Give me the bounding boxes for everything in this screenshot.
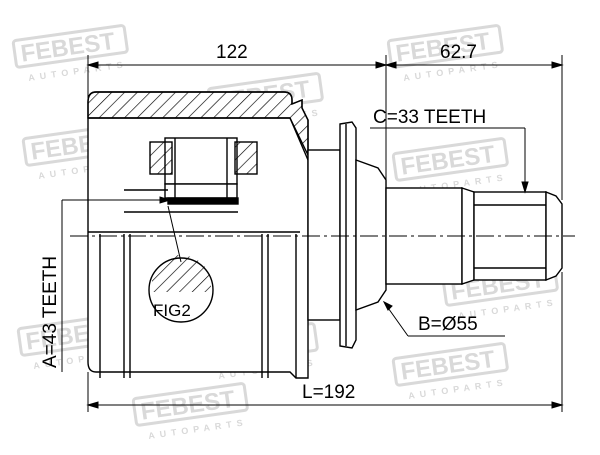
dim-122-label: 122 [216, 42, 248, 63]
dim-627-label: 62.7 [440, 42, 477, 63]
flange-step [355, 159, 387, 311]
inner-race [164, 137, 238, 185]
dimension-lines [61, 55, 564, 412]
leader-b [385, 304, 409, 337]
flange-disc [339, 121, 357, 349]
watermark-low-center: FEBEST AUTOPARTS [131, 382, 249, 441]
arrow [159, 196, 172, 204]
callout-fig2-label: FIG2 [153, 301, 191, 320]
arrow [375, 61, 388, 69]
arrow [551, 401, 564, 409]
cage-bar [164, 183, 238, 199]
watermark-bottom-right: FEBEST AUTOPARTS [391, 342, 509, 401]
part-outline [87, 91, 563, 379]
arrow [384, 61, 397, 69]
callout-c-label: C=33 TEETH [373, 107, 486, 128]
ball-right [234, 141, 258, 175]
watermark-top-left: FEBEST AUTOPARTS [11, 24, 129, 83]
arrow [86, 61, 99, 69]
arrow [521, 181, 529, 194]
leader-fig2 [167, 205, 182, 263]
callout-b-label: B=Ø55 [418, 314, 478, 335]
cavity-wall [289, 117, 309, 161]
detail-circle-hatch [152, 254, 211, 292]
shaft-tip [545, 190, 563, 282]
ball-left [149, 141, 173, 175]
callout-a-label: A=43 TEETH [40, 256, 61, 368]
arrow [551, 61, 564, 69]
housing-hatched-top [87, 91, 309, 156]
dim-192-label: L=192 [302, 382, 355, 403]
flange-neck [307, 149, 341, 321]
arrow [382, 300, 393, 311]
housing-body [87, 91, 309, 379]
arrow [86, 401, 99, 409]
inner-spline [167, 197, 239, 205]
